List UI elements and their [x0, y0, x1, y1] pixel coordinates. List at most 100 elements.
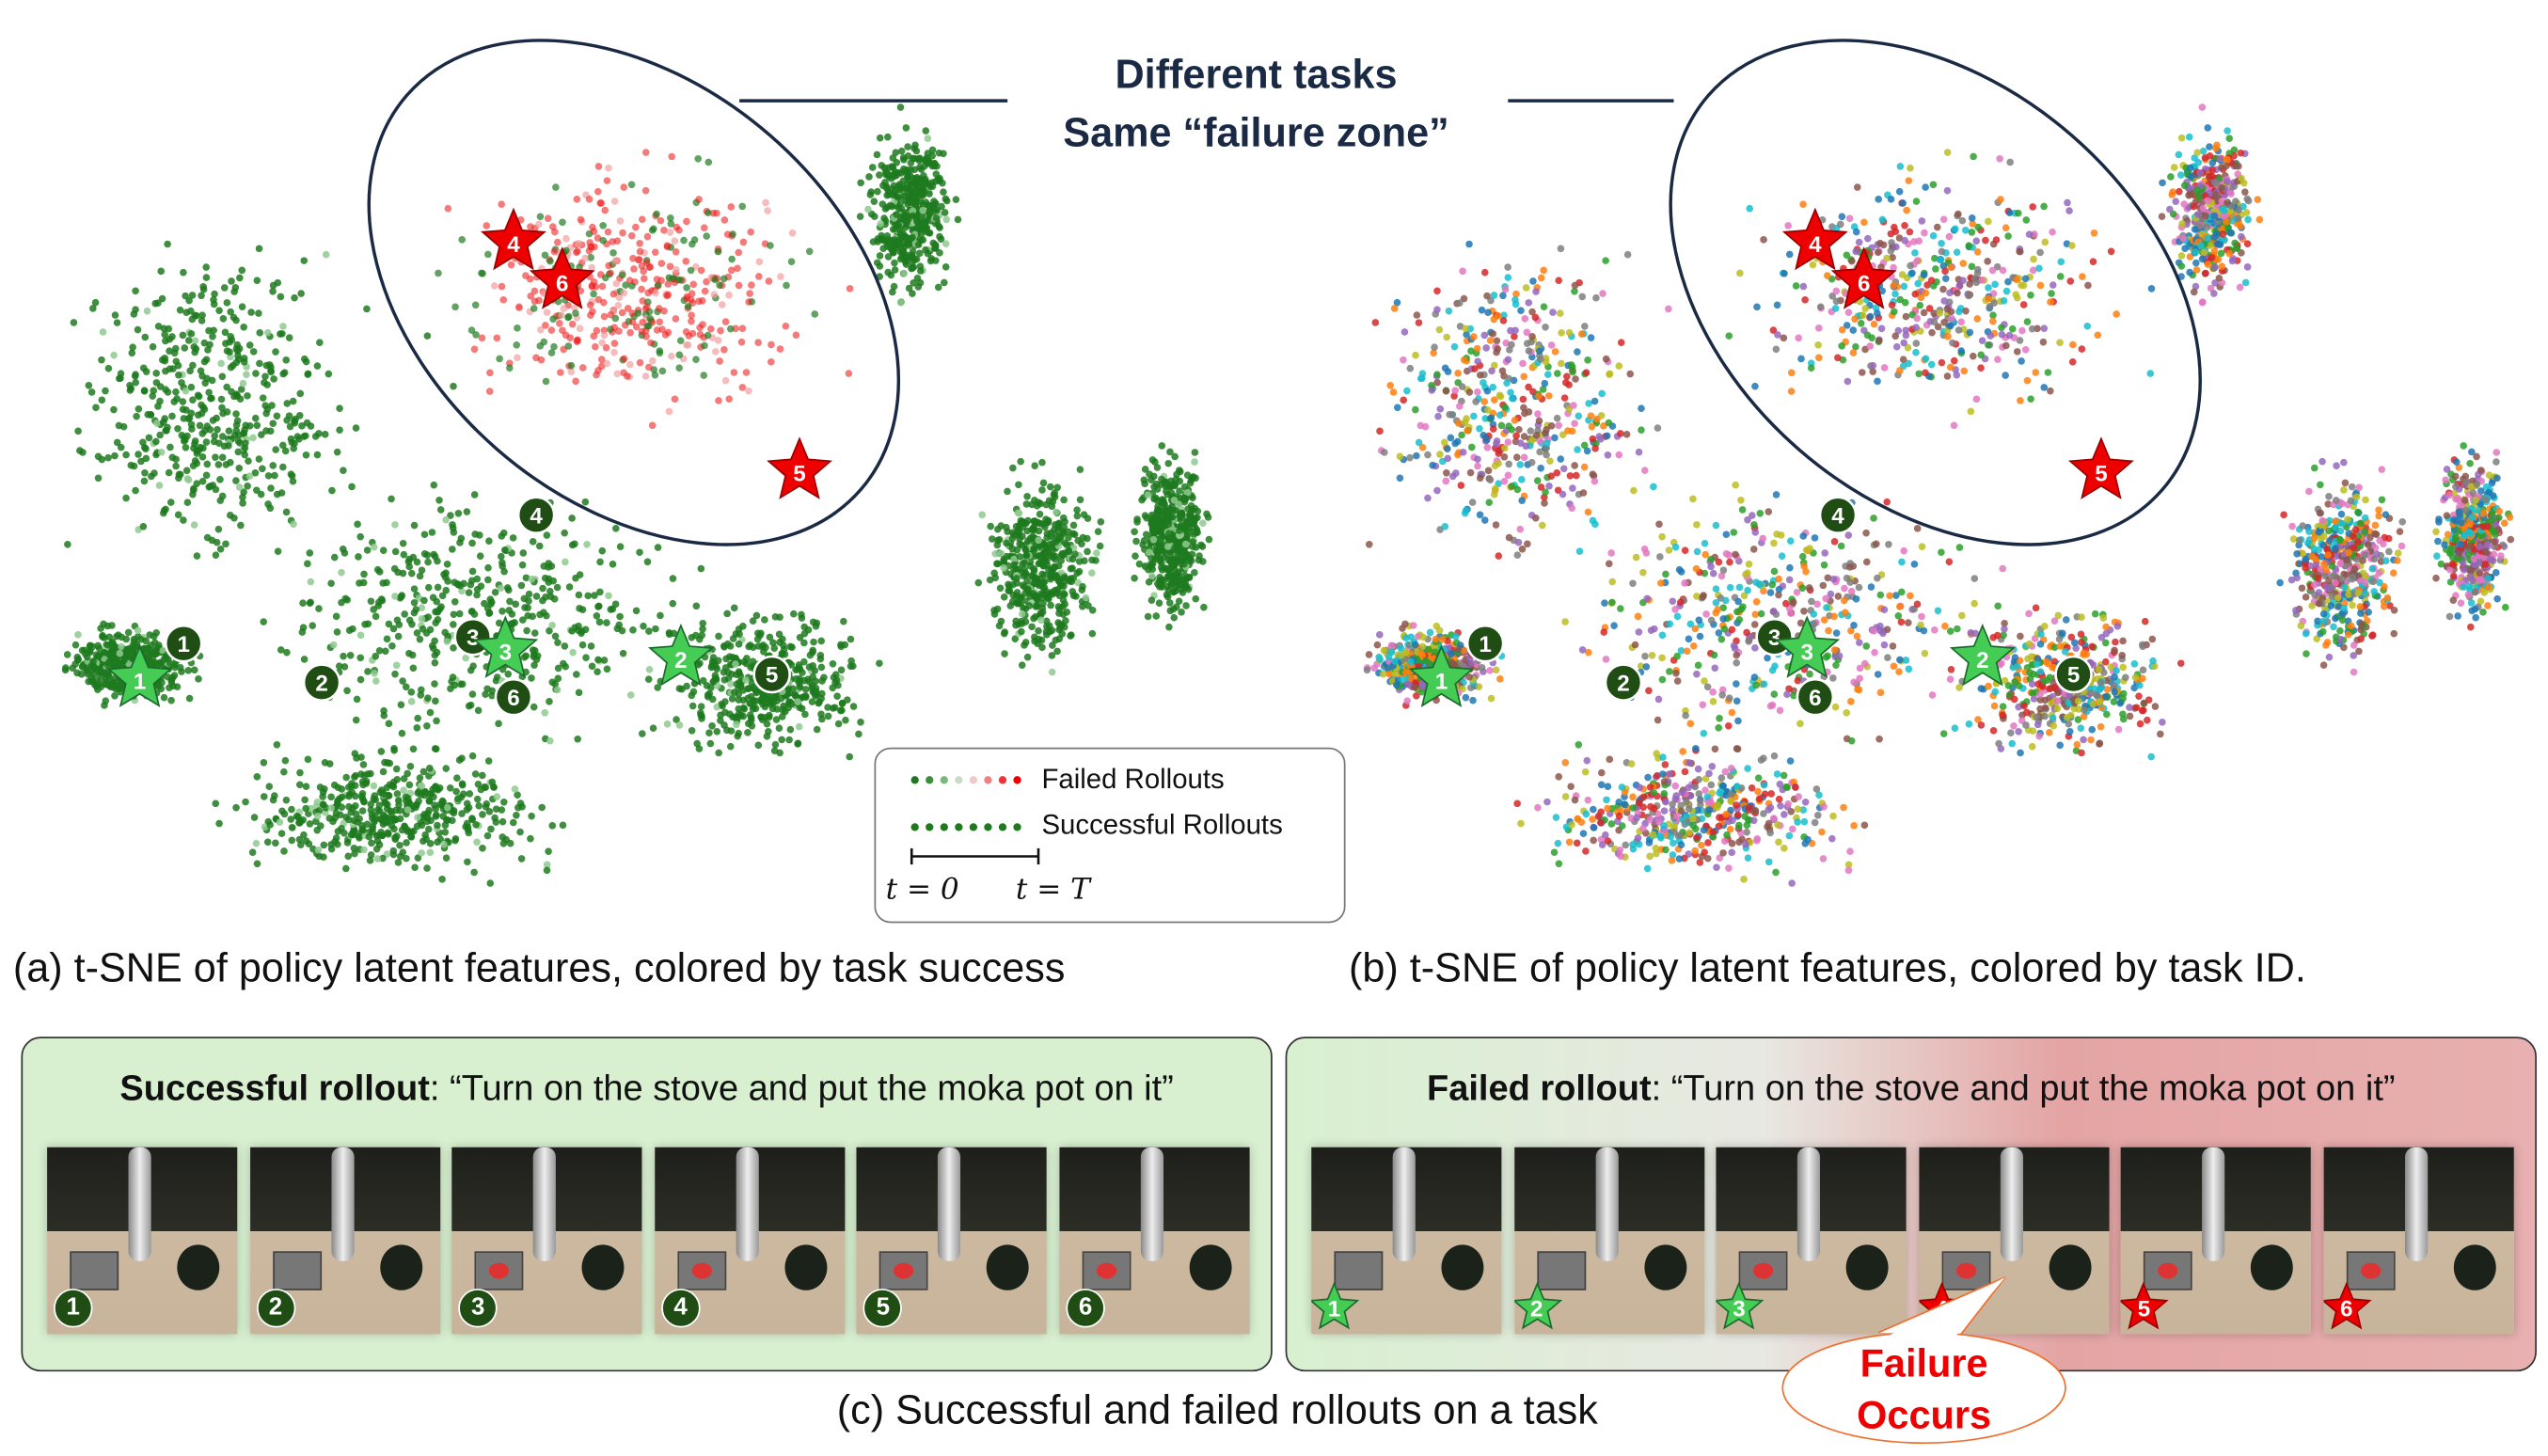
tsne-point [223, 383, 230, 391]
tsne-point [703, 232, 711, 240]
tsne-point [300, 831, 308, 839]
tsne-point [202, 263, 211, 271]
tsne-point [1148, 516, 1157, 524]
tsne-point [356, 579, 363, 587]
tsne-point [715, 397, 722, 404]
tsne-point [874, 187, 881, 196]
tsne-point [432, 783, 439, 790]
tsne-point [695, 745, 704, 752]
tsne-point [333, 448, 341, 456]
tsne-point [2017, 749, 2024, 757]
tsne-point [269, 796, 277, 804]
tsne-point [514, 324, 521, 332]
tsne-point [199, 285, 208, 293]
tsne-point [847, 635, 855, 643]
tsne-point [647, 339, 655, 347]
tsne-point [663, 720, 672, 728]
tsne-point [1063, 609, 1071, 616]
tsne-point [356, 532, 365, 541]
tsne-point [451, 303, 459, 311]
tsne-point [367, 800, 375, 808]
tsne-point [465, 589, 473, 596]
tsne-point [1000, 629, 1008, 638]
tsne-point [590, 332, 598, 340]
tsne-point [324, 370, 333, 378]
tsne-point [593, 668, 601, 676]
tsne-point [708, 721, 716, 730]
tsne-point [1035, 626, 1042, 635]
tsne-point [392, 765, 401, 773]
tsne-point [1994, 356, 2002, 363]
tsne-point [1009, 580, 1017, 589]
tsne-point [334, 799, 341, 807]
tsne-point [905, 284, 913, 293]
tsne-point [490, 783, 498, 791]
tsne-point [652, 625, 659, 633]
tsne-point [760, 648, 768, 656]
tsne-point [530, 305, 538, 312]
tsne-point [723, 230, 732, 238]
tsne-point [1165, 573, 1173, 580]
tsne-point [334, 783, 342, 792]
tsne-point [388, 495, 395, 503]
tsne-point [603, 177, 611, 184]
tsne-point [192, 345, 200, 353]
tsne-point [158, 356, 166, 364]
tsne-point [174, 511, 182, 519]
tsne-point [428, 641, 436, 650]
tsne-point [876, 252, 884, 260]
tsne-point [586, 301, 594, 309]
tsne-point [102, 697, 110, 704]
tsne-point [616, 543, 625, 550]
tsne-point [550, 342, 558, 351]
tsne-point [124, 628, 133, 637]
tsne-point [896, 255, 905, 263]
tsne-point [142, 445, 150, 452]
tsne-point [900, 269, 908, 277]
tsne-point [172, 388, 180, 396]
tsne-point [157, 267, 166, 276]
tsne-point [154, 323, 163, 330]
tsne-point [1182, 575, 1191, 582]
tsne-point [2027, 395, 2034, 403]
tsne-point [879, 182, 887, 190]
tsne-point [690, 236, 699, 244]
tsne-point [233, 417, 242, 425]
tsne-point [878, 200, 887, 208]
tsne-point [974, 578, 983, 587]
tsne-point [834, 720, 843, 728]
tsne-point [878, 234, 886, 243]
tsne-point [1079, 582, 1086, 591]
tsne-point [1041, 556, 1049, 564]
tsne-point [731, 713, 739, 721]
tsne-point [384, 829, 392, 837]
tsne-point [1183, 471, 1192, 479]
tsne-point [352, 716, 360, 724]
tsne-point [262, 427, 270, 435]
tsne-point [74, 631, 82, 639]
tsne-point [116, 374, 123, 383]
tsne-point [1965, 720, 1973, 728]
tsne-point [346, 651, 355, 659]
tsne-point [221, 328, 229, 337]
tsne-point [941, 209, 949, 216]
tsne-point [1480, 331, 1489, 340]
tsne-point [263, 838, 272, 847]
tsne-point [373, 855, 382, 863]
tsne-point [316, 783, 324, 791]
tsne-point [1059, 551, 1068, 559]
tsne-point [473, 838, 481, 847]
tsne-point [916, 262, 925, 270]
tsne-point [721, 708, 729, 717]
tsne-point [611, 600, 620, 609]
tsne-point [642, 333, 650, 340]
tsne-point [356, 654, 365, 662]
tsne-point [288, 805, 295, 814]
tsne-point [253, 773, 261, 781]
tsne-point [560, 305, 568, 312]
tsne-point [451, 597, 459, 606]
tsne-point [565, 583, 574, 591]
tsne-point [916, 183, 925, 192]
tsne-point [865, 173, 873, 181]
tsne-point [354, 520, 361, 529]
